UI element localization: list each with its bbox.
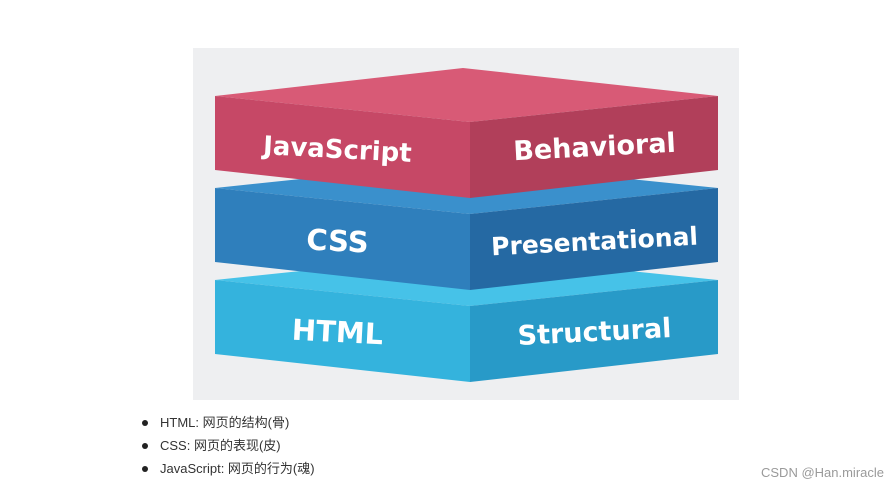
html-layer-left-face: [215, 280, 470, 382]
bullet-text: CSS: 网页的表现(皮): [160, 438, 281, 453]
javascript-layer-right-face: [470, 96, 718, 198]
javascript-layer-left-face: [215, 96, 470, 198]
bullet-list: HTML: 网页的结构(骨) CSS: 网页的表现(皮) JavaScript:…: [138, 411, 315, 480]
css-layer-name: CSS: [306, 222, 370, 259]
html-layer-right-face: [470, 280, 718, 382]
javascript-layer: JavaScript Behavioral: [215, 68, 718, 198]
bullet-dot-icon: [142, 420, 148, 426]
watermark: CSDN @Han.miracle: [761, 465, 884, 480]
bullet-dot-icon: [142, 466, 148, 472]
javascript-layer-top: [215, 68, 718, 122]
layer-stack-figure: HTML Structural CSS Presentational JavaS…: [193, 48, 739, 400]
bullet-item-css: CSS: 网页的表现(皮): [138, 434, 315, 457]
layer-stack-diagram: HTML Structural CSS Presentational JavaS…: [215, 68, 718, 382]
bullet-text: HTML: 网页的结构(骨): [160, 415, 290, 430]
css-layer: CSS Presentational: [215, 162, 718, 290]
css-layer-right-face: [470, 188, 718, 290]
bullet-dot-icon: [142, 443, 148, 449]
html-layer-name: HTML: [291, 313, 384, 352]
bullet-text: JavaScript: 网页的行为(魂): [160, 461, 315, 476]
css-layer-left-face: [215, 188, 470, 290]
html-layer: HTML Structural: [215, 254, 718, 382]
bullet-item-javascript: JavaScript: 网页的行为(魂): [138, 457, 315, 480]
bullet-item-html: HTML: 网页的结构(骨): [138, 411, 315, 434]
